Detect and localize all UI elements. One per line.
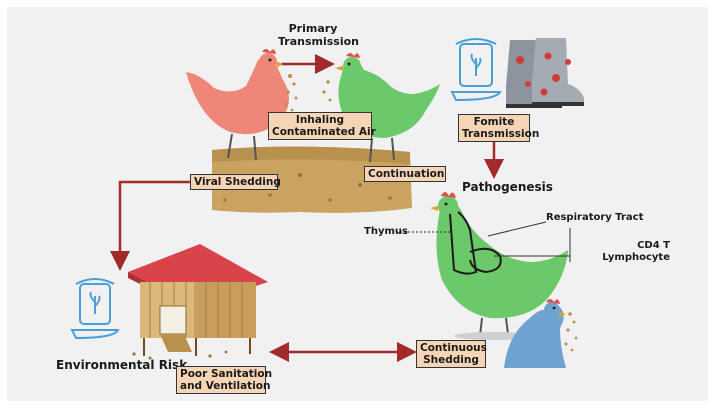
contaminated-boots-icon bbox=[506, 38, 584, 108]
viral-shedding-text: Viral Shedding bbox=[194, 176, 281, 188]
cd4-line1: CD4 T bbox=[637, 240, 670, 251]
fomite-line1: Fomite bbox=[473, 116, 515, 128]
air-particles bbox=[284, 74, 332, 112]
continuation-box: Continuation bbox=[364, 166, 446, 182]
respiratory-tract-label: Respiratory Tract bbox=[546, 212, 644, 223]
cd4-lymphocyte-label: CD4 T Lymphocyte bbox=[600, 240, 670, 264]
poor-sanitation-box: Poor Sanitation and Ventilation bbox=[176, 366, 273, 394]
pathogenesis-label: Pathogenesis bbox=[462, 180, 553, 194]
respiratory-pointer bbox=[487, 221, 547, 237]
healthy-chicken bbox=[335, 53, 440, 163]
shedding-blue-chicken bbox=[504, 299, 566, 368]
poor-sanitation-line2: and Ventilation bbox=[180, 380, 271, 392]
fomite-transmission-box: Fomite Transmission bbox=[458, 114, 540, 142]
viral-shedding-arrow bbox=[110, 180, 192, 271]
chicken-coop bbox=[128, 244, 268, 360]
cd4-line2: Lymphocyte bbox=[602, 252, 670, 263]
feeder-icon bbox=[450, 38, 502, 102]
continuation-text: Continuation bbox=[368, 168, 445, 180]
fomite-line2: Transmission bbox=[462, 128, 540, 140]
viral-shedding-box: Viral Shedding bbox=[190, 174, 281, 190]
environmental-feeder-icon bbox=[70, 278, 120, 340]
poor-sanitation-line1: Poor Sanitation bbox=[180, 368, 273, 380]
inhaling-line2: Contaminated Air bbox=[272, 126, 376, 138]
primary-transmission-line2: Transmission bbox=[278, 35, 360, 48]
soil-block bbox=[212, 146, 412, 213]
inhaling-line1: Inhaling bbox=[295, 114, 345, 126]
shedding-particles bbox=[564, 312, 578, 352]
primary-transmission-label: Primary Transmission bbox=[278, 22, 360, 48]
primary-transmission-line1: Primary bbox=[288, 22, 338, 35]
continuous-line2: Shedding bbox=[423, 354, 479, 366]
inhaling-contaminated-air-box: Inhaling Contaminated Air bbox=[268, 112, 376, 140]
thymus-label: Thymus bbox=[364, 226, 408, 237]
infected-chicken bbox=[186, 49, 289, 161]
continuous-shedding-box: Continuous Shedding bbox=[416, 340, 487, 368]
continuous-line1: Continuous bbox=[420, 342, 487, 354]
environmental-risk-label: Environmental Risk bbox=[56, 358, 188, 372]
